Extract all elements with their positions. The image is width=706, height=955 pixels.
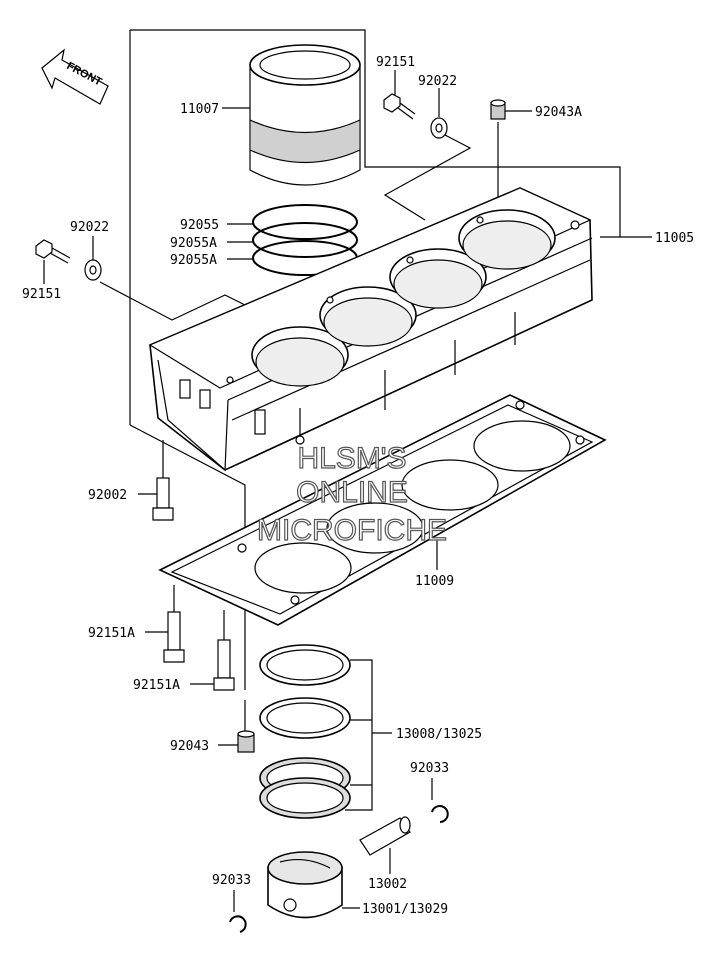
callout-92033-right: 92033: [410, 761, 449, 776]
cylinder-bolt-a2: [190, 610, 235, 691]
callout-92055A-1: 92055A: [170, 236, 217, 251]
callout-92151A-1: 92151A: [88, 626, 135, 641]
callout-92151-left: 92151: [22, 287, 61, 302]
watermark-line-3: MICROFICHE: [257, 514, 447, 547]
cylinder-bolt-left: [35, 239, 71, 284]
piston: [267, 851, 360, 919]
cylinder-base-gasket: [158, 394, 607, 626]
callout-92002: 92002: [88, 488, 127, 503]
circlip-left: [229, 890, 247, 933]
piston-pin: [359, 816, 411, 874]
callout-92055A-2: 92055A: [170, 253, 217, 268]
watermark: HLSM'S ONLINE MICROFICHE: [256, 441, 447, 547]
callout-92022-top: 92022: [418, 74, 457, 89]
cylinder-stud-bolt: [138, 440, 174, 521]
front-arrow-icon: FRONT: [41, 48, 109, 105]
callout-92022-left: 92022: [70, 220, 109, 235]
callout-92033-left: 92033: [212, 873, 251, 888]
cylinder-sleeve: [222, 44, 361, 186]
callout-13008-13025: 13008/13025: [396, 727, 482, 742]
callout-13002: 13002: [368, 877, 407, 892]
callout-92151A-2: 92151A: [133, 678, 180, 693]
callout-92043: 92043: [170, 739, 209, 754]
watermark-line-2: ONLINE: [296, 476, 408, 509]
watermark-line-1: HLSM'S: [297, 442, 406, 475]
piston-ring-set: [259, 644, 392, 819]
callout-92043A: 92043A: [535, 105, 582, 120]
cylinder-bracket: [129, 29, 652, 735]
cylinder-block: [148, 187, 593, 472]
circlip-right: [431, 778, 449, 823]
callout-92055: 92055: [180, 218, 219, 233]
piston-rings-top: [227, 204, 358, 276]
callout-13001-13029: 13001/13029: [362, 902, 448, 917]
callout-11007: 11007: [180, 102, 219, 117]
callout-11005: 11005: [655, 231, 694, 246]
callout-92151-top: 92151: [376, 55, 415, 70]
dowel-pin: [218, 730, 255, 753]
washer-top: [383, 88, 472, 221]
cylinder-bolt-a1: [145, 585, 185, 663]
cylinder-bolt-top: [383, 70, 416, 120]
callout-11009: 11009: [415, 574, 454, 589]
